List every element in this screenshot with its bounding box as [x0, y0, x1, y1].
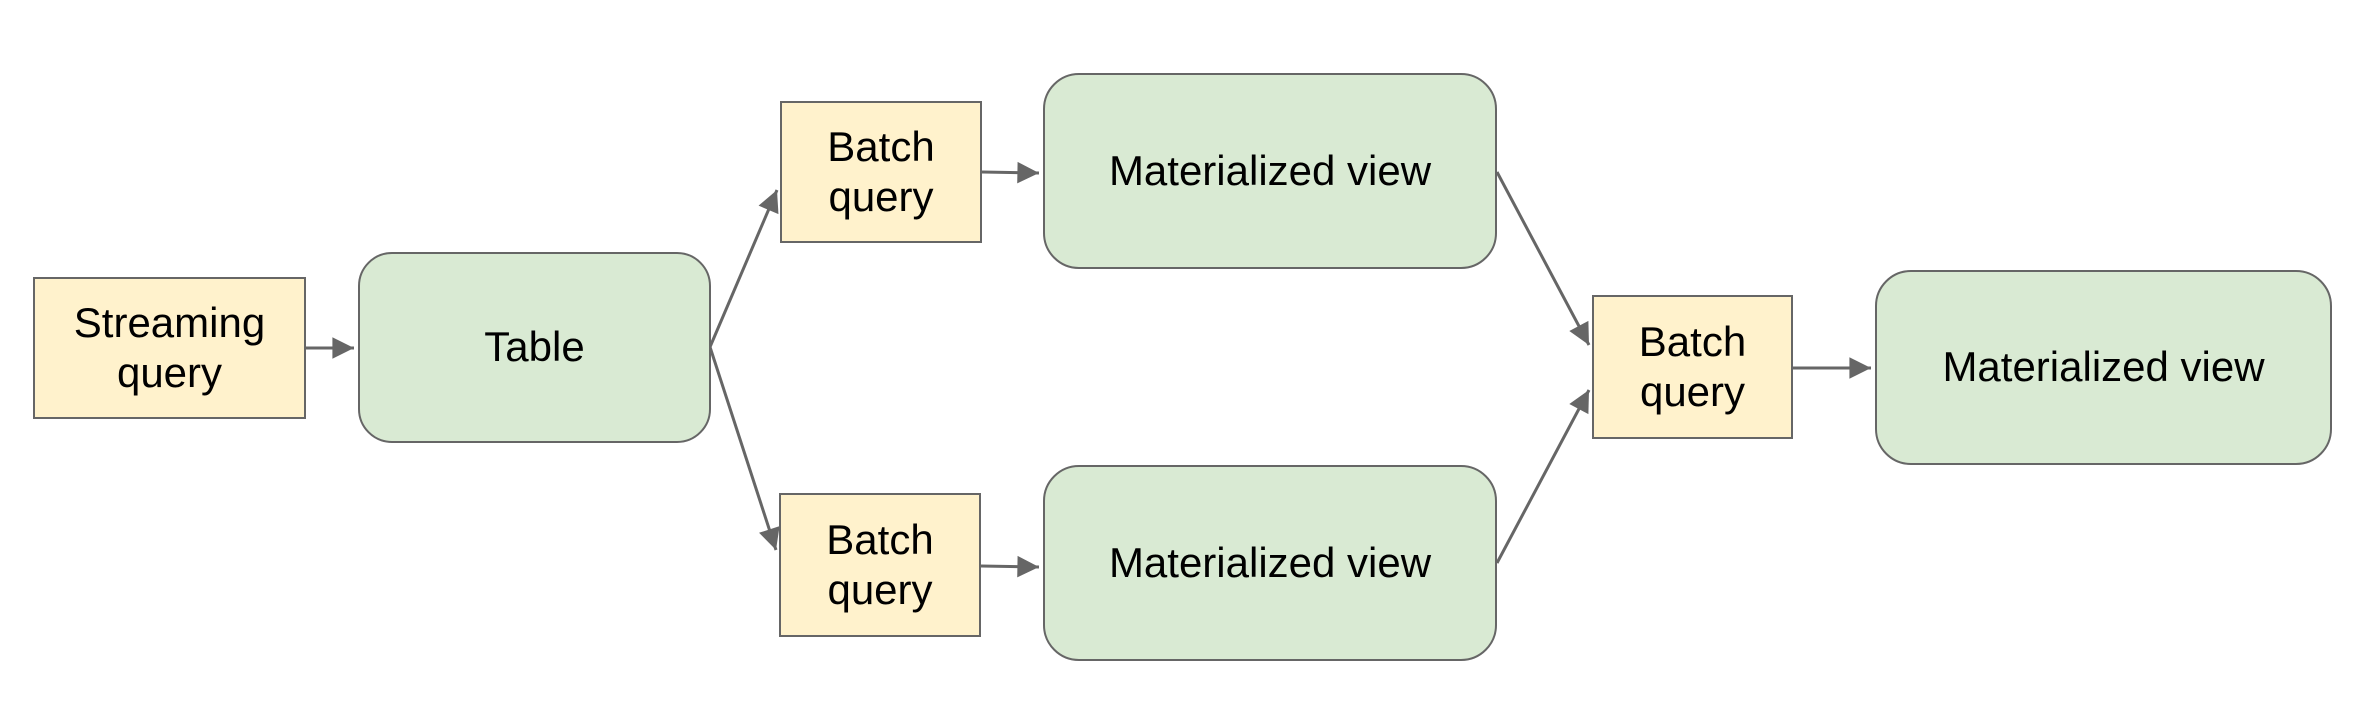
node-batch-query-right: Batch query	[1592, 295, 1793, 439]
node-materialized-view-bottom: Materialized view	[1043, 465, 1497, 661]
edge-mat-view-bottom-to-batch-query-right	[1495, 389, 1591, 564]
node-label: Batch query	[1638, 317, 1747, 415]
node-label: Materialized view	[1108, 538, 1432, 586]
edge-batch-query-top-to-mat-view-top	[981, 161, 1040, 184]
node-label: Batch query	[827, 122, 935, 220]
node-batch-query-top: Batch query	[780, 101, 982, 243]
node-label: Table	[484, 323, 585, 371]
node-label: Materialized view	[1108, 146, 1432, 194]
node-label: Streaming query	[73, 298, 266, 396]
node-table: Table	[358, 252, 711, 443]
edge-mat-view-top-to-batch-query-right	[1495, 171, 1591, 346]
node-label: Materialized view	[1942, 343, 2265, 391]
node-batch-query-bottom: Batch query	[779, 493, 981, 637]
node-label: Batch query	[826, 515, 934, 613]
edge-batch-query-bottom-to-mat-view-bottom	[980, 555, 1040, 578]
node-materialized-view-right: Materialized view	[1875, 270, 2332, 465]
node-materialized-view-top: Materialized view	[1043, 73, 1497, 269]
edge-table-to-batch-query-bottom	[708, 346, 780, 551]
edge-table-to-batch-query-top	[708, 189, 779, 348]
node-streaming-query: Streaming query	[33, 277, 306, 419]
